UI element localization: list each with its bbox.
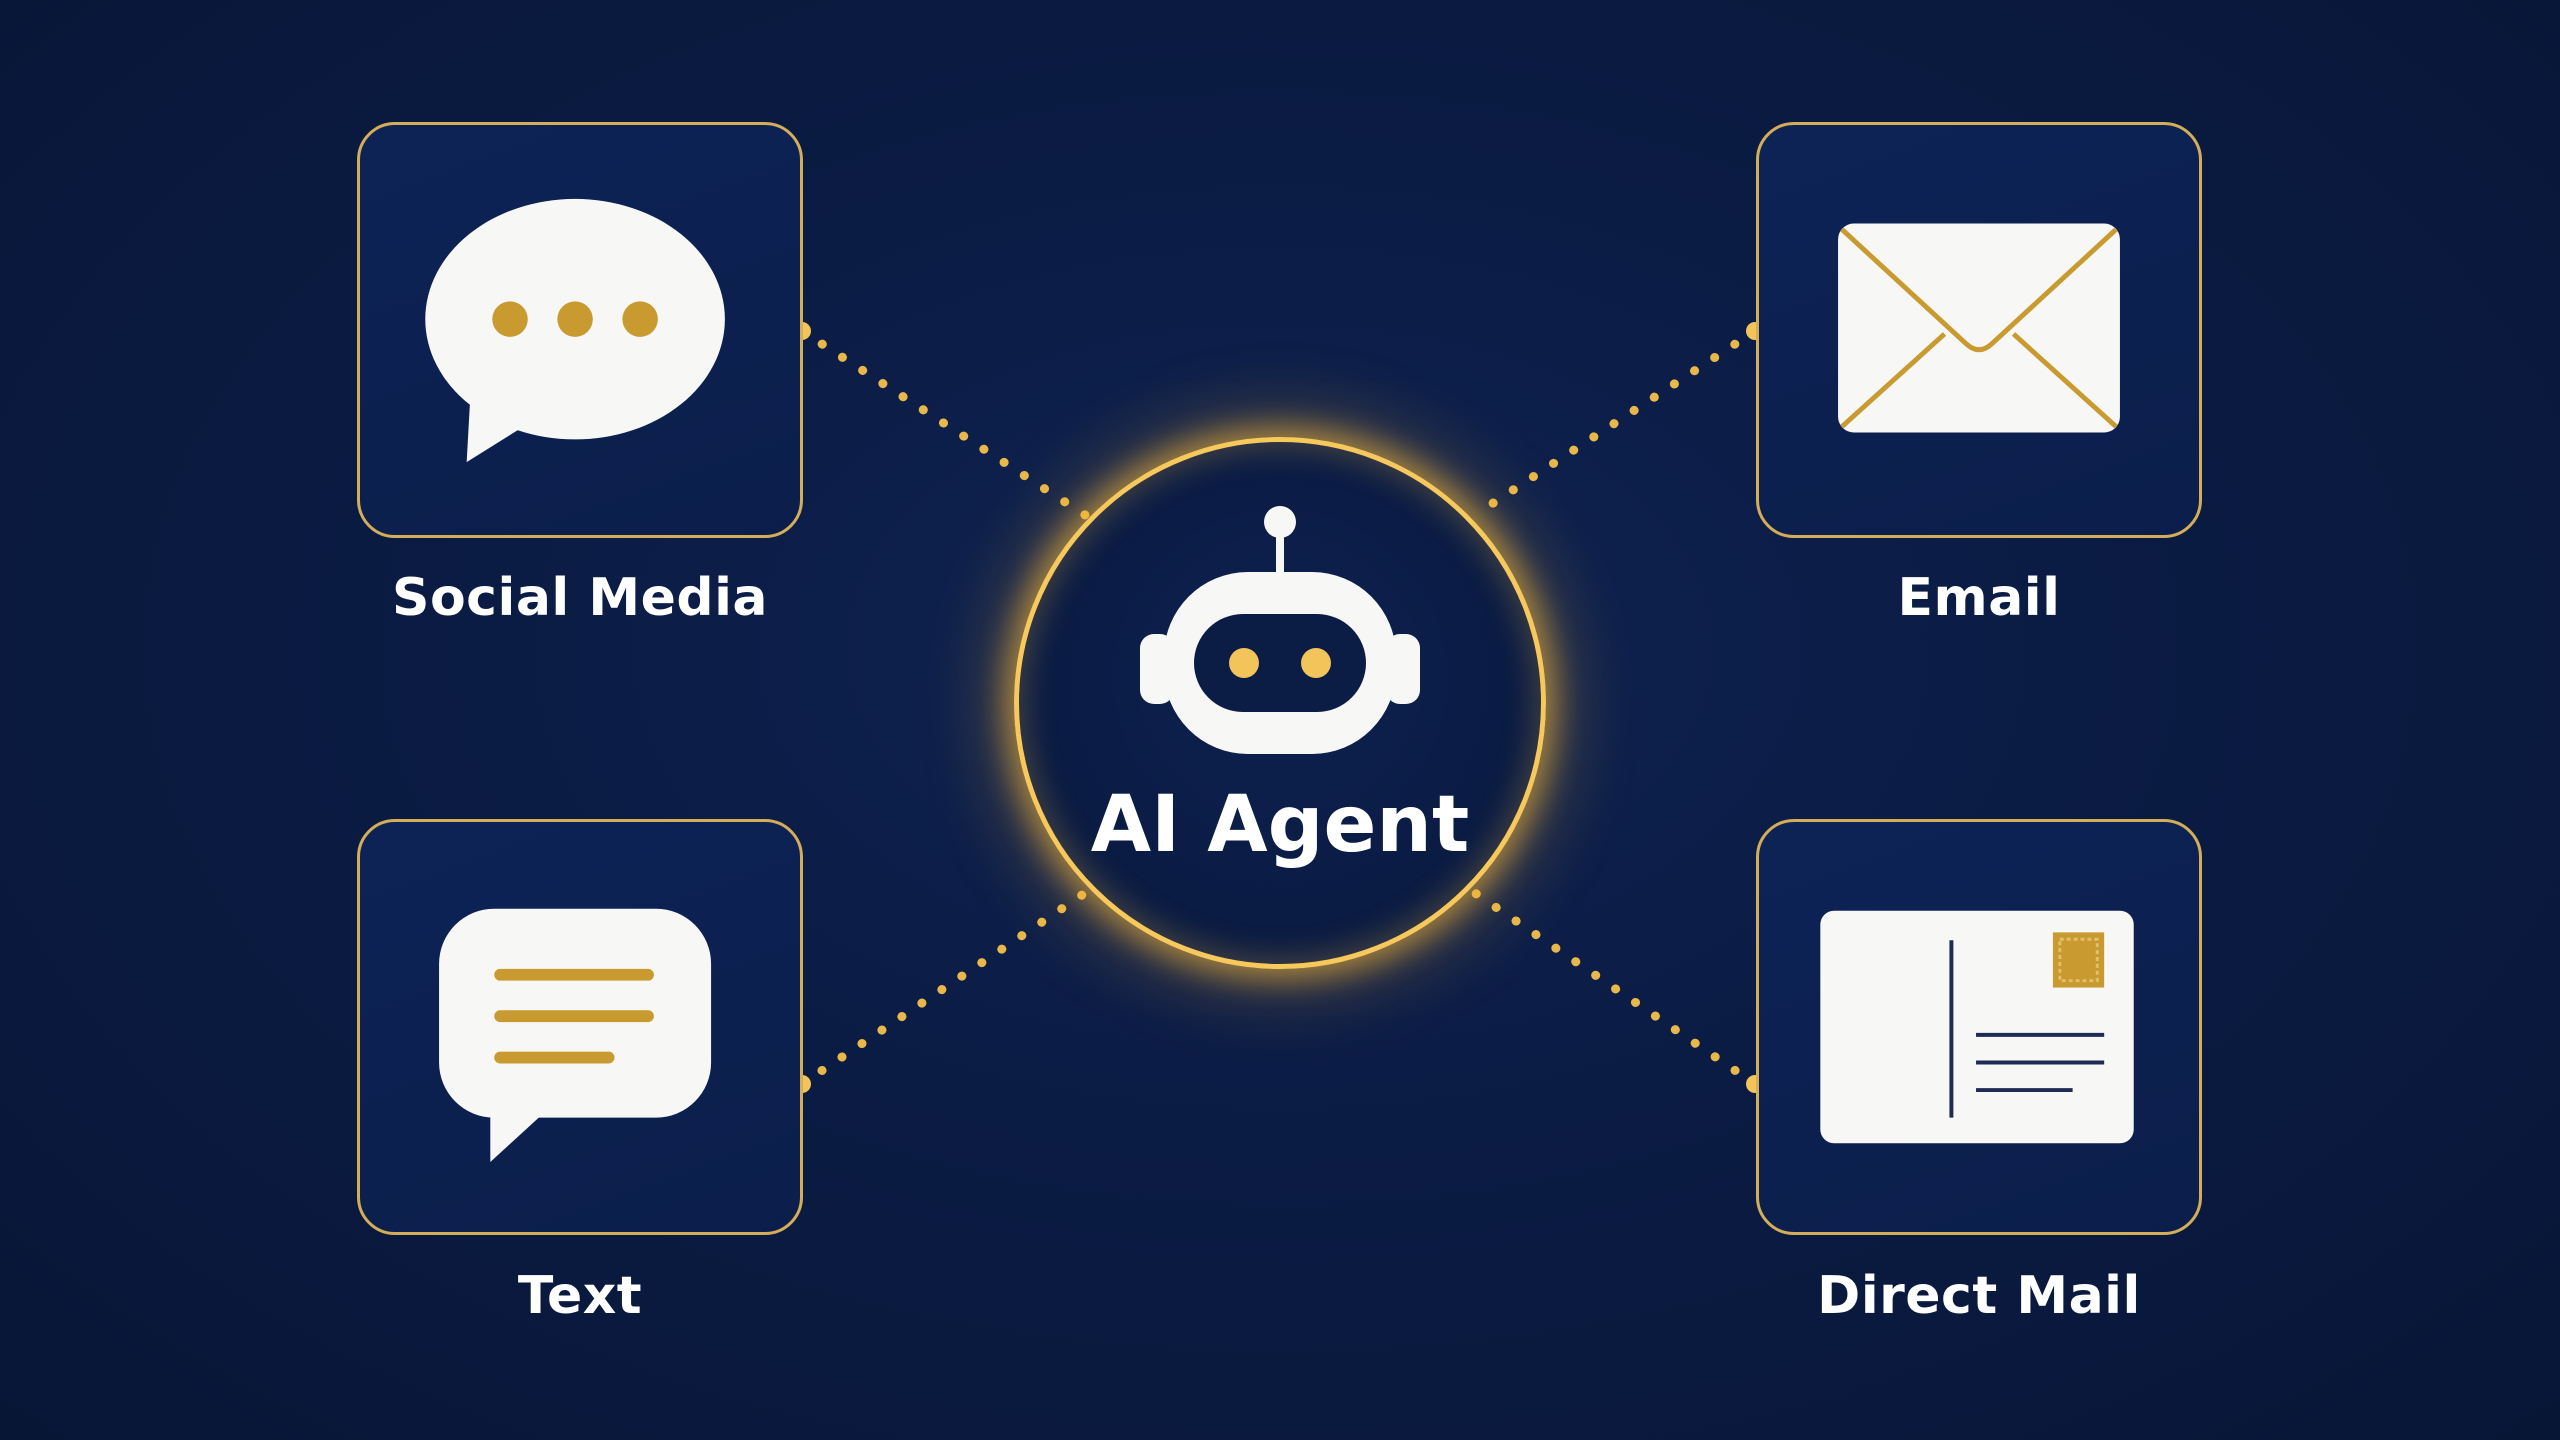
channel-card-email: [1756, 122, 2202, 538]
channel-card-text: [357, 819, 803, 1235]
robot-icon: [1140, 506, 1420, 754]
connector-direct-mail: [1470, 888, 1760, 1089]
connector-social-media: [797, 326, 1090, 520]
connector-email: [1470, 326, 1760, 520]
chat-bubble-icon: [425, 198, 725, 463]
envelope-icon: [1838, 223, 2120, 433]
postcard-icon: [1820, 910, 2134, 1144]
text-message-icon: [439, 908, 712, 1163]
connector-text: [797, 888, 1090, 1089]
channel-card-direct-mail: [1756, 819, 2202, 1235]
channel-label-social-media: Social Media: [392, 568, 768, 628]
channel-label-email: Email: [1897, 568, 2061, 628]
channel-label-text: Text: [517, 1266, 643, 1326]
ai-agent-label: AI Agent: [1090, 780, 1470, 870]
channel-card-social-media: [357, 122, 803, 538]
channel-label-direct-mail: Direct Mail: [1817, 1266, 2141, 1326]
